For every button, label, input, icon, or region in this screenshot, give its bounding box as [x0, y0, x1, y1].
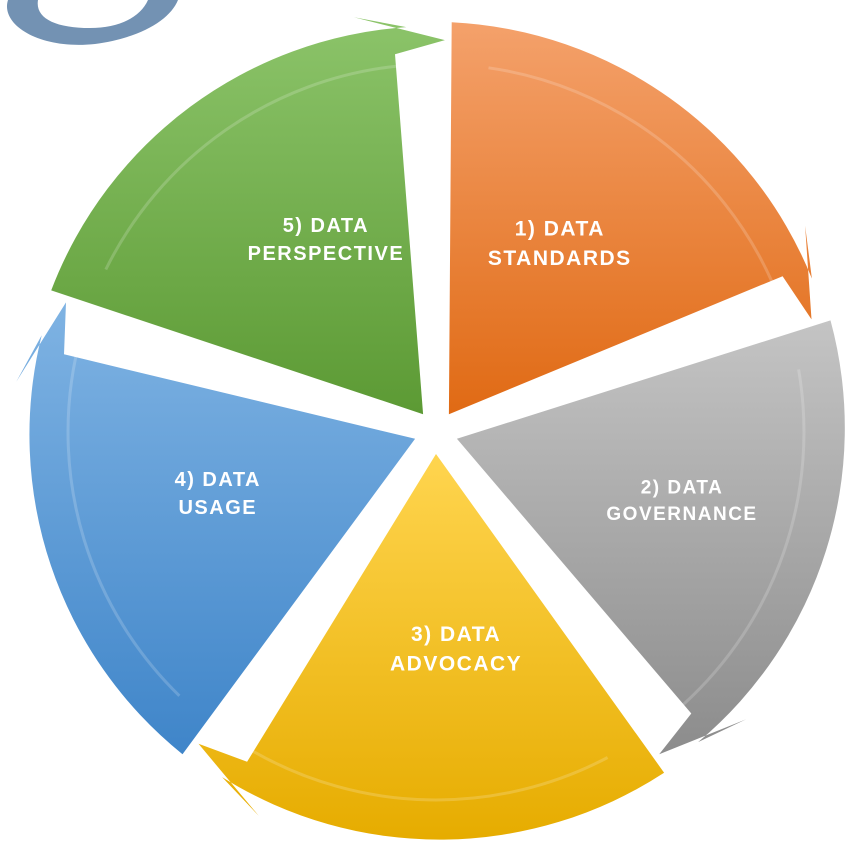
cycle-segments: [16, 17, 845, 840]
segment-advocacy-label-line1: 3) DATA: [411, 623, 501, 646]
segment-governance-label-line2: GOVERNANCE: [606, 504, 757, 525]
segment-usage-highlight: [66, 356, 181, 697]
segment-usage: [16, 302, 416, 755]
segment-standards-label-line1: 1) DATA: [515, 218, 605, 241]
segment-advocacy: [198, 454, 665, 840]
segment-perspective: [51, 17, 445, 415]
segment-usage-label-line2: USAGE: [178, 497, 257, 519]
segment-perspective-label-line1: 5) DATA: [283, 215, 369, 237]
segment-perspective-label-line2: PERSPECTIVE: [248, 243, 405, 265]
segment-governance: [456, 320, 845, 755]
segment-standards-highlight: [488, 66, 774, 282]
logo-fragment: [6, 0, 179, 45]
segment-perspective-highlight: [104, 64, 397, 271]
segment-usage-label-line1: 4) DATA: [175, 469, 261, 491]
segment-standards: [448, 22, 812, 415]
segment-governance-label-line1: 2) DATA: [641, 477, 724, 498]
segment-standards-label-line2: STANDARDS: [488, 247, 632, 270]
segment-governance-highlight: [682, 369, 806, 706]
segment-advocacy-label-line2: ADVOCACY: [390, 653, 522, 676]
segment-advocacy-highlight: [252, 749, 609, 802]
cycle-labels: 1) DATA STANDARDS 2) DATA GOVERNANCE 3) DATA…: [175, 215, 757, 676]
